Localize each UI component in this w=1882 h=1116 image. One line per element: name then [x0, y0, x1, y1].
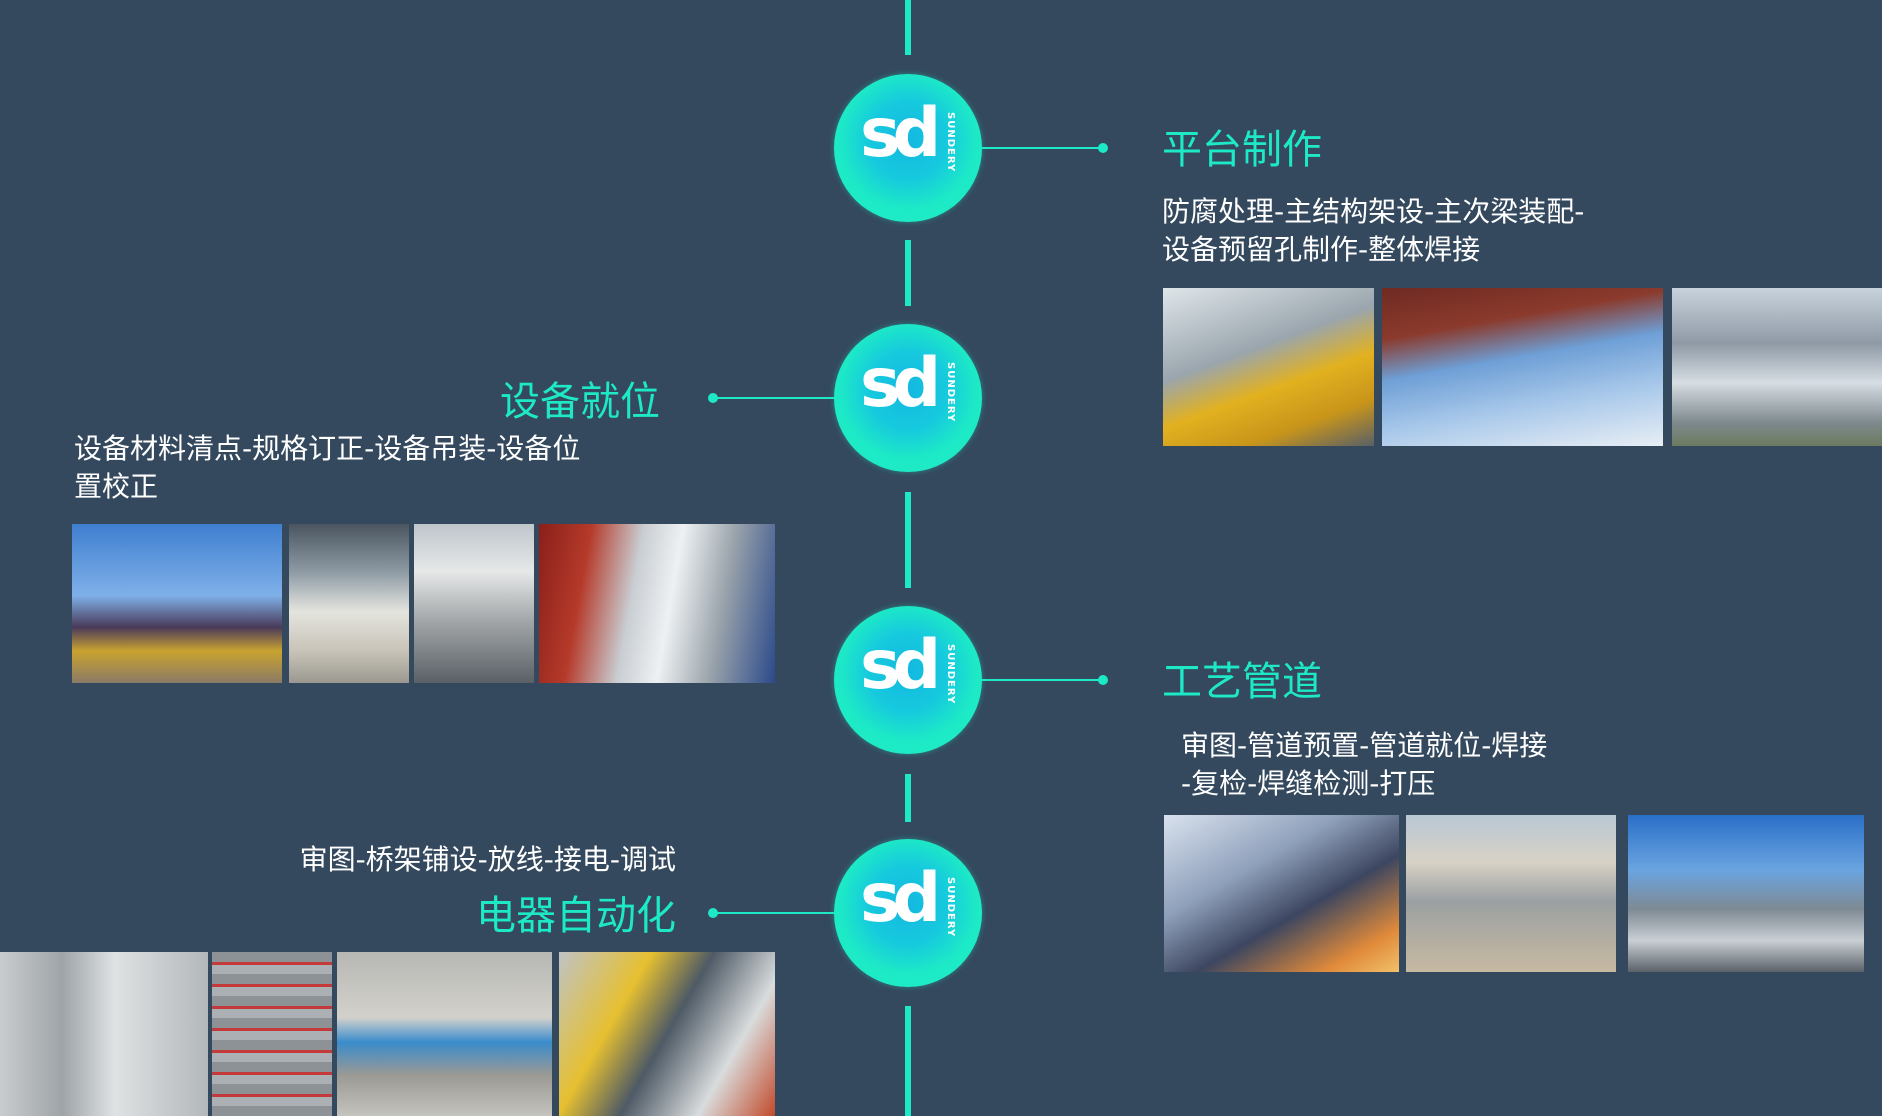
sundery-logo: sd SUNDERY	[834, 606, 982, 754]
logo-mark: sd	[860, 626, 941, 705]
connector-line	[714, 397, 834, 399]
sundery-logo: sd SUNDERY	[834, 324, 982, 472]
connector-dot	[1098, 143, 1108, 153]
step-title-piping: 工艺管道	[1162, 659, 1322, 705]
logo-mark: sd	[860, 344, 941, 423]
sundery-logo: sd SUNDERY	[834, 839, 982, 987]
step-desc-platform: 防腐处理-主结构架设-主次梁装配- 设备预留孔制作-整体焊接	[1162, 193, 1584, 269]
logo-brand: SUNDERY	[945, 112, 956, 173]
desc-line: 审图-桥架铺设-放线-接电-调试	[299, 843, 676, 876]
timeline-line	[905, 492, 911, 588]
photo-tank	[289, 524, 409, 683]
photo-crane	[72, 524, 282, 683]
photo-electrician	[559, 952, 775, 1116]
photo-pipe-rack	[1164, 815, 1399, 972]
connector-dot	[708, 908, 718, 918]
desc-line: 设备材料清点-规格订正-设备吊装-设备位	[74, 432, 581, 465]
desc-line: 置校正	[74, 470, 159, 503]
step-desc-electrical: 审图-桥架铺设-放线-接电-调试	[176, 841, 676, 879]
connector-dot	[708, 393, 718, 403]
timeline-line	[905, 774, 911, 822]
photo-steel-beams	[1382, 288, 1663, 446]
photo-steel-structure	[1672, 288, 1882, 446]
step-title-equipment: 设备就位	[500, 379, 660, 425]
photo-vessel	[414, 524, 534, 683]
photo-refinery	[1628, 815, 1864, 972]
logo-mark: sd	[860, 94, 941, 173]
desc-line: -复检-焊缝检测-打压	[1181, 767, 1436, 800]
step-title-platform: 平台制作	[1162, 127, 1322, 173]
desc-line: 设备预留孔制作-整体焊接	[1162, 233, 1481, 266]
step-desc-piping: 审图-管道预置-管道就位-焊接 -复检-焊缝检测-打压	[1181, 727, 1547, 803]
connector-line	[982, 147, 1102, 149]
connector-line	[982, 679, 1102, 681]
desc-line: 防腐处理-主结构架设-主次梁装配-	[1162, 195, 1585, 228]
logo-brand: SUNDERY	[945, 877, 956, 938]
logo-mark: sd	[860, 859, 941, 938]
photo-switchgear	[212, 952, 332, 1116]
logo-brand: SUNDERY	[945, 644, 956, 705]
sundery-logo: sd SUNDERY	[834, 74, 982, 222]
photo-pipe-fittings	[1406, 815, 1616, 972]
photo-platform-lift	[1163, 288, 1374, 446]
timeline-line	[905, 240, 911, 306]
photo-insulated-pipes	[539, 524, 775, 683]
timeline-line	[905, 1006, 911, 1116]
connector-line	[714, 912, 834, 914]
step-desc-equipment: 设备材料清点-规格订正-设备吊装-设备位 置校正	[74, 430, 674, 506]
logo-brand: SUNDERY	[945, 362, 956, 423]
photo-flowmeter	[337, 952, 552, 1116]
desc-line: 审图-管道预置-管道就位-焊接	[1181, 729, 1548, 762]
photo-control-cabinets	[0, 952, 208, 1116]
timeline-line	[905, 0, 911, 55]
step-title-electrical: 电器自动化	[476, 893, 676, 939]
connector-dot	[1098, 675, 1108, 685]
